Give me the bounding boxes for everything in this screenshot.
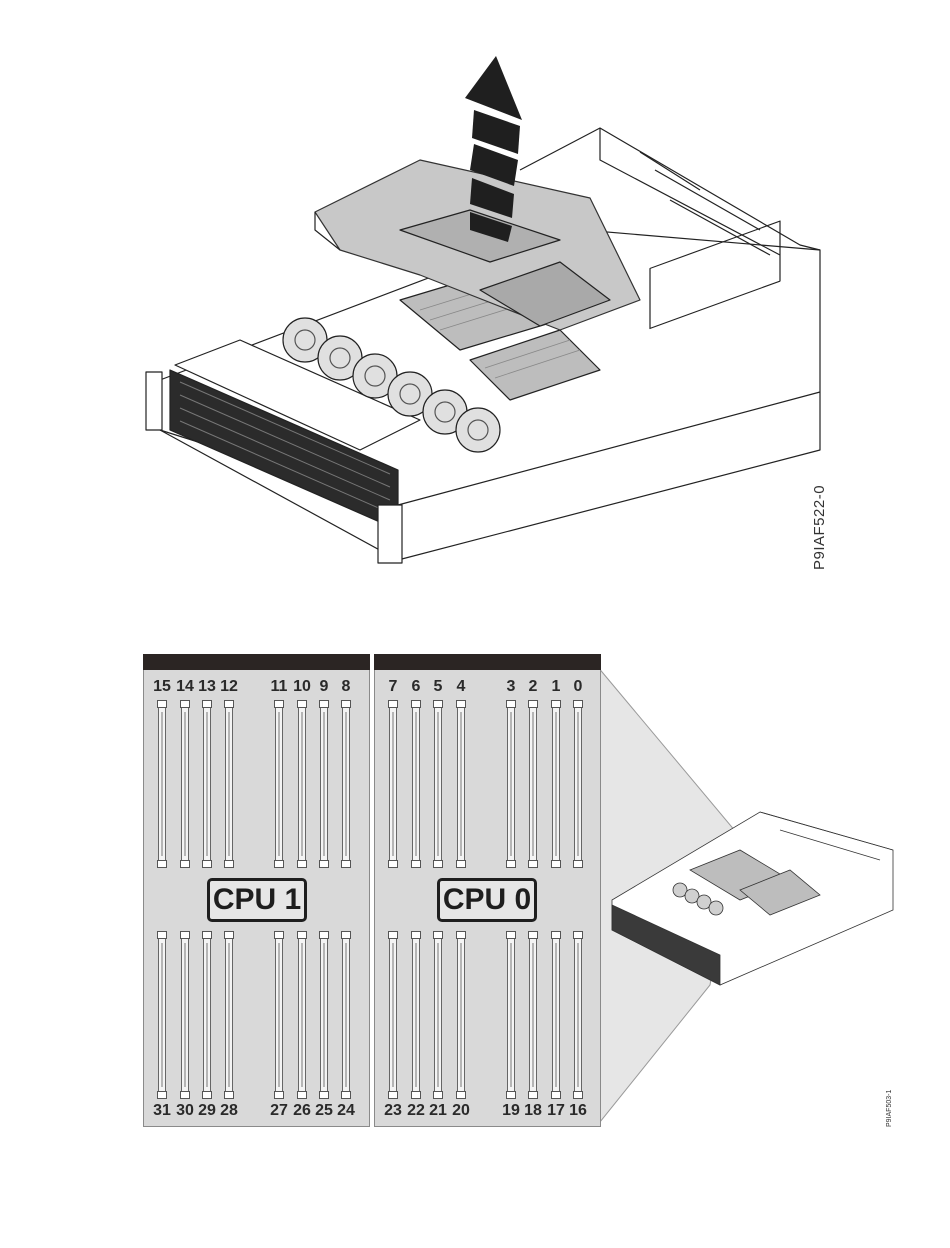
dimm-slot [297, 932, 307, 1098]
dimm-slot [573, 701, 583, 867]
dimm-slot [319, 701, 329, 867]
dimm-slot-label: 8 [331, 679, 361, 695]
dimm-slot [551, 701, 561, 867]
dimm-slot [506, 932, 516, 1098]
dimm-slot [551, 932, 561, 1098]
dimm-slot [433, 932, 443, 1098]
dimm-slot [180, 932, 190, 1098]
panel-header-band [143, 654, 370, 670]
dimm-slot [411, 932, 421, 1098]
dimm-slot [297, 701, 307, 867]
dimm-slot-label: 4 [446, 679, 476, 695]
dimm-slot [202, 932, 212, 1098]
dimm-slot [224, 932, 234, 1098]
figure-id-bottom: P9IAF503-1 [886, 1090, 893, 1127]
dimm-slot [224, 701, 234, 867]
dimm-slot [388, 701, 398, 867]
dimm-slot [341, 701, 351, 867]
cpu-label: CPU 0 [437, 878, 537, 922]
dimm-slot [528, 932, 538, 1098]
dimm-slot [411, 701, 421, 867]
dimm-slot [506, 701, 516, 867]
dimm-slot [274, 932, 284, 1098]
dimm-slot-label: 24 [331, 1103, 361, 1119]
dimm-slot [202, 701, 212, 867]
dimm-slot-label: 28 [214, 1103, 244, 1119]
dimm-slot [573, 932, 583, 1098]
panel-header-band [374, 654, 601, 670]
dimm-slot [157, 701, 167, 867]
dimm-slot-label: 0 [563, 679, 593, 695]
dimm-slot [180, 701, 190, 867]
dimm-slot-label: 16 [563, 1103, 593, 1119]
dimm-slot [528, 701, 538, 867]
dimm-slot [274, 701, 284, 867]
dimm-slot [433, 701, 443, 867]
dimm-slot [157, 932, 167, 1098]
dimm-slot [456, 932, 466, 1098]
dimm-slot [341, 932, 351, 1098]
cpu-label: CPU 1 [207, 878, 307, 922]
dimm-slot [319, 932, 329, 1098]
dimm-slot-label: 12 [214, 679, 244, 695]
dimm-slot [388, 932, 398, 1098]
dimm-slot-label: 20 [446, 1103, 476, 1119]
dimm-slot [456, 701, 466, 867]
